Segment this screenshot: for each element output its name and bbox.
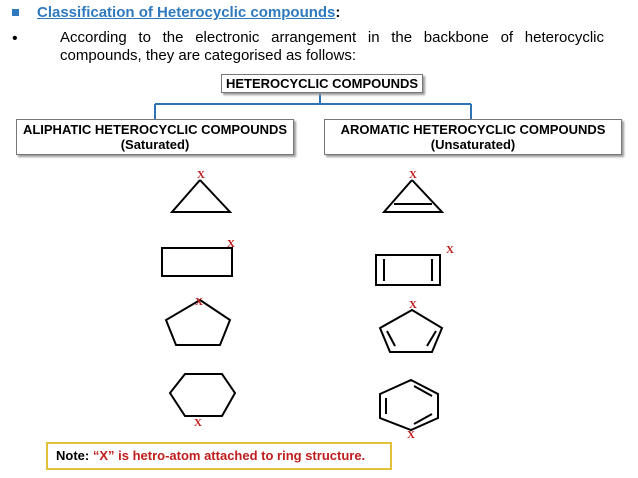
- hetero-atom-label: X: [407, 429, 415, 441]
- aromatic-title: AROMATIC HETEROCYCLIC COMPOUNDS: [340, 122, 606, 137]
- root-category-label: HETEROCYCLIC COMPOUNDS: [225, 76, 419, 91]
- heading-link[interactable]: Classification of Heterocyclic compounds: [37, 4, 336, 21]
- square-bullet-icon: [12, 9, 19, 16]
- aliphatic-title: ALIPHATIC HETEROCYCLIC COMPOUNDS: [22, 122, 288, 137]
- hetero-atom-label: X: [227, 238, 235, 250]
- slide-heading: Classification of Heterocyclic compounds…: [37, 4, 340, 21]
- pyrrolidine-ring-icon: [164, 298, 232, 346]
- tree-connectors: [154, 92, 472, 119]
- pyrrole-ring-icon: [378, 308, 444, 353]
- aromatic-category-box: AROMATIC HETEROCYCLIC COMPOUNDS (Unsatur…: [324, 119, 622, 155]
- round-bullet-icon: •: [12, 30, 18, 47]
- bullet-paragraph: According to the electronic arrangement …: [60, 29, 604, 65]
- hetero-atom-label: X: [409, 299, 417, 311]
- heading-suffix: :: [335, 4, 341, 21]
- aliphatic-subtitle: (Saturated): [120, 137, 190, 152]
- hetero-atom-label: X: [197, 169, 205, 181]
- bullet-line-2: compounds, they are categorised as follo…: [60, 47, 356, 64]
- bullet-line-1: According to the electronic arrangement …: [60, 29, 604, 46]
- hetero-atom-label: X: [194, 417, 202, 429]
- hetero-atom-label: X: [446, 244, 454, 256]
- hetero-atom-label: X: [409, 169, 417, 181]
- note-box: Note: “X” is hetro-atom attached to ring…: [46, 442, 392, 470]
- pyridine-ring-icon: [379, 378, 439, 432]
- piperidine-ring-icon: [168, 373, 237, 417]
- note-text: “X” is hetro-atom attached to ring struc…: [92, 448, 366, 463]
- aromatic-subtitle: (Unsaturated): [430, 137, 516, 152]
- azirine-ring-icon: [381, 179, 445, 213]
- azetidine-ring-icon: [161, 247, 233, 277]
- aziridine-ring-icon: [169, 179, 233, 213]
- root-category-box: HETEROCYCLIC COMPOUNDS: [221, 74, 423, 93]
- azete-ring-icon: [375, 254, 441, 286]
- note-prefix: Note:: [56, 448, 93, 463]
- aliphatic-category-box: ALIPHATIC HETEROCYCLIC COMPOUNDS (Satura…: [16, 119, 294, 155]
- hetero-atom-label: X: [195, 296, 203, 308]
